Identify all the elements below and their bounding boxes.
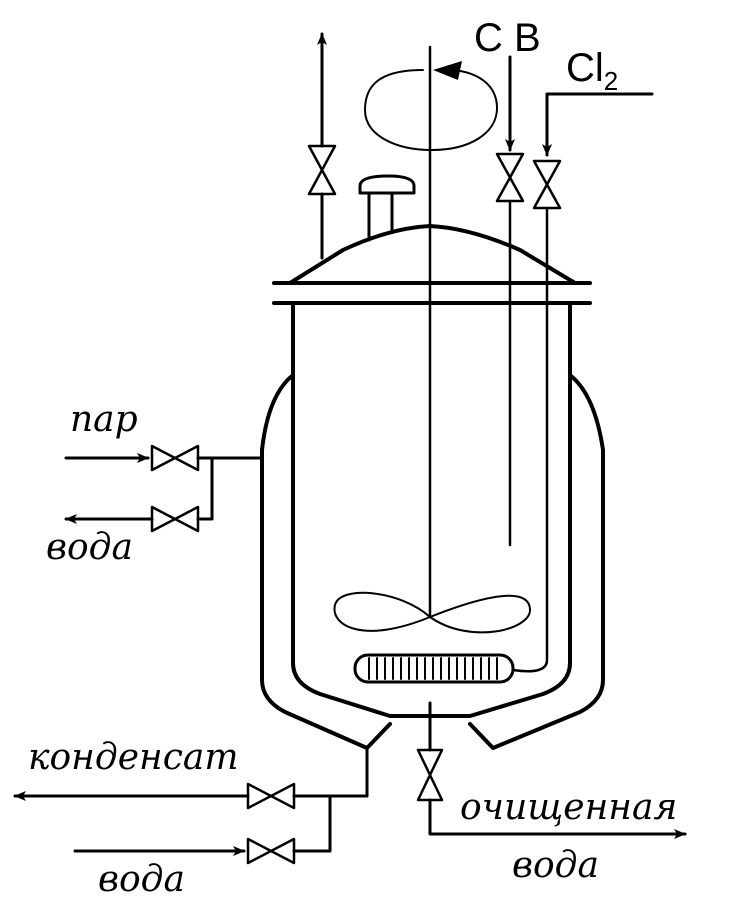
purified-water-label: вода: [512, 845, 599, 886]
condensate-line: [13, 746, 369, 801]
vent-valve: [307, 144, 337, 196]
cl-label-main: Cl: [566, 46, 604, 90]
water-jacket-top-label: вода: [46, 527, 133, 568]
cl2-valve: [532, 159, 562, 210]
sv-label: С В: [474, 16, 541, 60]
cl2-label: Cl2: [566, 48, 618, 94]
hatch: [358, 174, 416, 242]
vessel-lid: [288, 224, 577, 285]
steam-valve: [150, 444, 200, 472]
water-jacket-bottom-label: вода: [98, 859, 185, 900]
sv-valve: [495, 152, 525, 203]
steam-label: пар: [70, 399, 138, 440]
drain-pipe: [428, 701, 687, 839]
heating-jacket: [260, 373, 605, 750]
water-jacket-bottom-line: [73, 794, 332, 856]
water-jacket-bottom-valve: [246, 837, 296, 865]
water-jacket-top-line: [64, 456, 214, 524]
drain-valve: [416, 748, 444, 802]
lid-flange: [272, 281, 592, 305]
cl2-inlet-pipe: [511, 92, 654, 673]
rotation-arrow: [364, 61, 498, 151]
condensate-valve: [246, 782, 296, 810]
purified-label: очищенная: [460, 787, 678, 828]
cl-label-subscript: 2: [603, 66, 619, 96]
water-jacket-top-valve: [150, 505, 200, 533]
bubbler: [353, 653, 515, 684]
condensate-label: конденсат: [28, 737, 239, 778]
agitator-impeller: [333, 591, 531, 634]
